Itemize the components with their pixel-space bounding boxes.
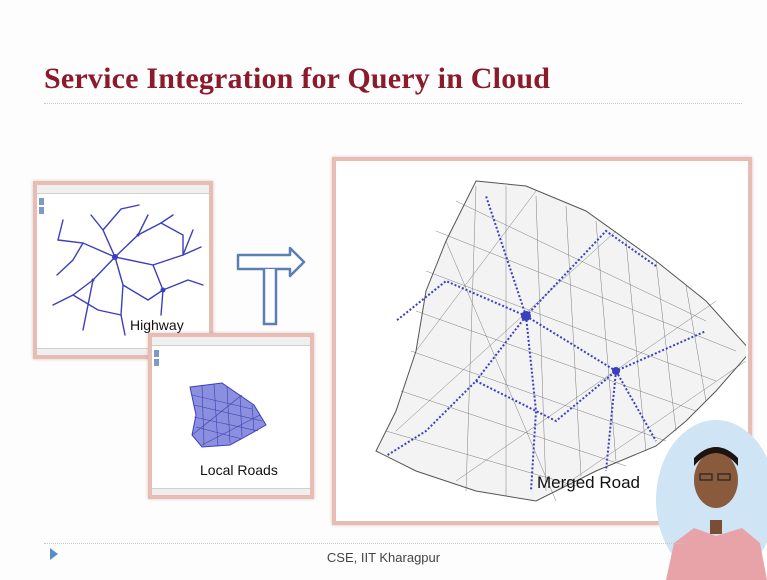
merged-road-label: Merged Road — [537, 473, 641, 492]
footer-divider — [44, 543, 684, 544]
window-tool-icon — [154, 359, 159, 366]
window-titlebar — [152, 337, 310, 346]
highway-map — [52, 204, 204, 336]
local-roads-map — [189, 382, 267, 448]
slide-bullet-icon — [50, 548, 58, 560]
title-divider — [44, 103, 742, 104]
window-statusbar — [37, 348, 209, 355]
local-roads-map-panel: Local Roads — [148, 333, 314, 499]
merged-road-map — [375, 180, 746, 502]
merged-road-map-panel: Merged Road — [332, 157, 752, 525]
window-tool-icon — [39, 198, 44, 205]
highway-label: Highway — [130, 317, 184, 333]
window-tool-icon — [39, 207, 44, 214]
slide-footer: CSE, IIT Kharagpur — [326, 550, 441, 565]
window-statusbar — [152, 488, 310, 495]
presenter-video-inset — [654, 418, 767, 580]
highway-map-panel: Highway — [33, 181, 213, 359]
window-tool-icon — [154, 350, 159, 357]
slide-title: Service Integration for Query in Cloud — [44, 62, 551, 95]
presenter-image — [656, 420, 767, 580]
window-titlebar — [37, 185, 209, 194]
merge-arrow-icon — [236, 246, 306, 326]
local-roads-label: Local Roads — [200, 462, 278, 478]
